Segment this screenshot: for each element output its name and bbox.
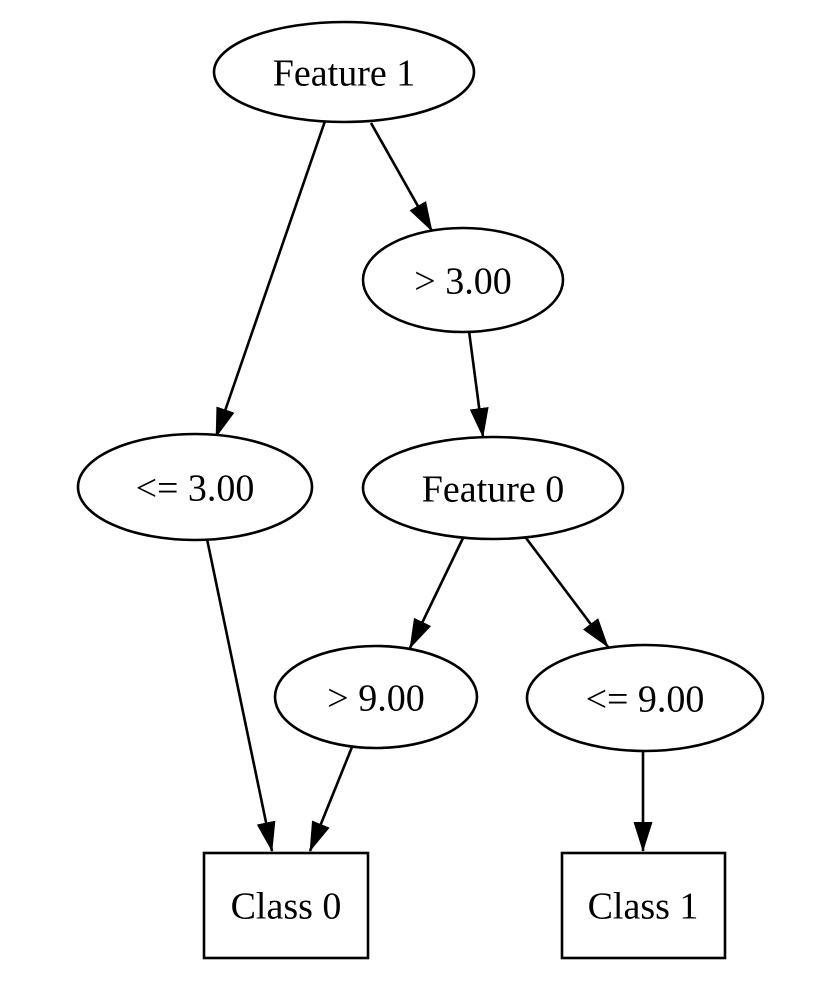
node-gt-9: > 9.00 xyxy=(273,644,479,750)
edge-feature1-to-gt3 xyxy=(369,122,434,232)
node-gt-3-ellipse xyxy=(361,226,565,334)
node-gt-3: > 3.00 xyxy=(361,226,565,334)
edge-gt9-to-class0 xyxy=(308,746,354,852)
node-class-0: Class 0 xyxy=(202,851,370,960)
edge-feature0-to-le9 xyxy=(524,537,610,648)
edge-feature0-to-gt9 xyxy=(408,537,465,649)
node-feature-1-label: Feature 1 xyxy=(273,52,415,94)
node-gt-9-ellipse xyxy=(273,644,479,750)
node-le-9: <= 9.00 xyxy=(525,643,765,753)
node-class-0-box xyxy=(202,851,370,960)
node-gt-3-label: > 3.00 xyxy=(414,260,511,302)
node-le-9-label: <= 9.00 xyxy=(586,678,705,720)
edge-layer xyxy=(205,120,653,852)
node-le-9-ellipse xyxy=(525,643,765,753)
edge-feature1-to-le3 xyxy=(214,120,327,438)
node-le-3-label: <= 3.00 xyxy=(136,467,255,509)
node-class-1-label: Class 1 xyxy=(588,885,699,927)
node-feature-1: Feature 1 xyxy=(212,20,476,124)
node-le-3: <= 3.00 xyxy=(76,432,314,542)
node-le-3-ellipse xyxy=(76,432,314,542)
node-class-1: Class 1 xyxy=(560,851,727,960)
node-feature-0-ellipse xyxy=(361,435,625,541)
node-gt-9-label: > 9.00 xyxy=(327,677,424,719)
node-class-0-label: Class 0 xyxy=(231,885,342,927)
node-feature-0: Feature 0 xyxy=(361,435,625,541)
node-class-1-box xyxy=(560,851,727,960)
edge-gt3-to-feature0 xyxy=(467,330,489,438)
node-feature-0-label: Feature 0 xyxy=(422,468,564,510)
edge-le3-to-class0 xyxy=(205,538,276,852)
node-feature-1-ellipse xyxy=(212,20,476,124)
